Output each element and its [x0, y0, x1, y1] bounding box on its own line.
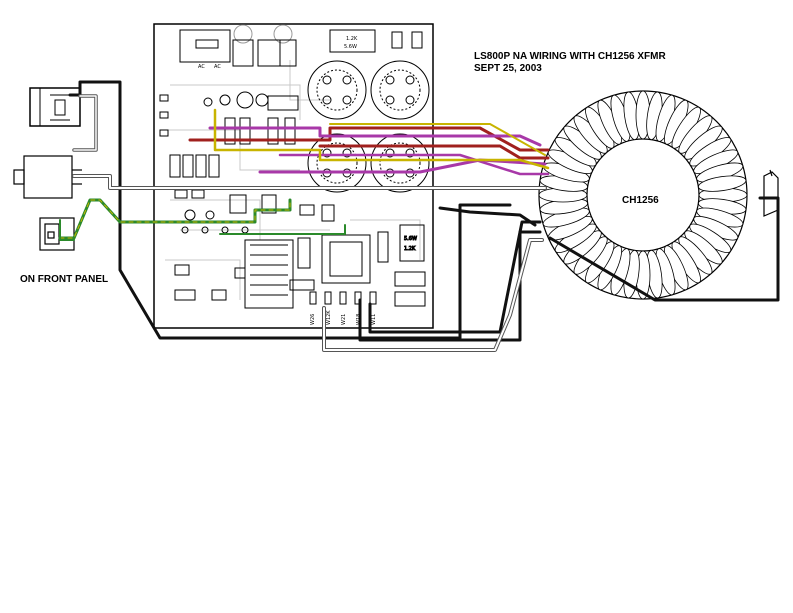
- resistor-label-2: 5.6W: [344, 44, 357, 50]
- terminal-labels: W26 W12K W21 W18 W11: [310, 310, 377, 325]
- resistor-label-3: 5.6W: [404, 236, 417, 242]
- wire-gray-2-inner: [323, 239, 543, 351]
- power-plug: [763, 169, 779, 217]
- regulator-blocks: [232, 24, 297, 67]
- wire-black-right: [358, 230, 542, 342]
- terminal-label-w11: W11: [371, 314, 377, 325]
- wire-yellow-2: [329, 123, 546, 156]
- terminal-row: [309, 291, 377, 305]
- diagram-title-line-2: SEPT 25, 2003: [474, 63, 542, 74]
- transformer-windings: [538, 90, 748, 300]
- toroidal-transformer: [538, 90, 748, 300]
- resistor-label-1: 1.2K: [346, 36, 358, 42]
- capacitor-1: [307, 60, 367, 120]
- wire-gray-1-inner: [73, 175, 546, 189]
- fuse-holder: [13, 155, 82, 199]
- winding-lobe: [698, 175, 747, 192]
- capacitor-4: [370, 133, 430, 193]
- pcb-traces: [165, 60, 421, 300]
- power-inlet: [39, 217, 75, 251]
- bridge-ac-label-2: AC: [214, 64, 221, 70]
- wire-gray-3: [72, 94, 98, 152]
- heatsinks: 5.6W 1.2K: [244, 224, 426, 309]
- wire-yellow-1: [213, 108, 550, 170]
- resistor-label-4: 1.2K: [404, 246, 416, 252]
- wire-red-1: [188, 126, 550, 152]
- front-panel-label: ON FRONT PANEL: [20, 274, 109, 285]
- wire-gray-3-inner: [73, 95, 97, 151]
- wire-harness: [58, 80, 780, 352]
- wire-yellow-ground: [59, 199, 291, 239]
- wire-green-2: [219, 224, 346, 235]
- diagram-title-line-1: LS800P NA WIRING WITH CH1256 XFMR: [474, 51, 666, 62]
- small-components: [159, 91, 335, 301]
- terminal-label-w26: W26: [310, 314, 316, 325]
- terminal-label-w12k: W12K: [326, 310, 332, 325]
- bridge-ac-label-1: AC: [198, 64, 205, 70]
- wire-green-3: [59, 219, 75, 241]
- terminal-label-w18: W18: [356, 314, 362, 325]
- bridge-rectifier: AC AC: [179, 29, 231, 70]
- ac-switch: [29, 87, 81, 127]
- capacitor-2: [370, 60, 430, 120]
- wire-purple-2: [258, 158, 547, 174]
- wire-purple-1: [208, 126, 542, 147]
- power-resistors: 1.2K 5.6W: [329, 29, 423, 53]
- wire-black-plug2: [548, 196, 780, 302]
- wire-red-2: [318, 144, 550, 160]
- wire-black-plug: [368, 206, 542, 334]
- wire-black-left: [68, 80, 512, 340]
- wire-purple-3: [278, 153, 550, 176]
- terminal-label-w21: W21: [341, 314, 347, 325]
- transformer-label: CH1256: [622, 195, 659, 206]
